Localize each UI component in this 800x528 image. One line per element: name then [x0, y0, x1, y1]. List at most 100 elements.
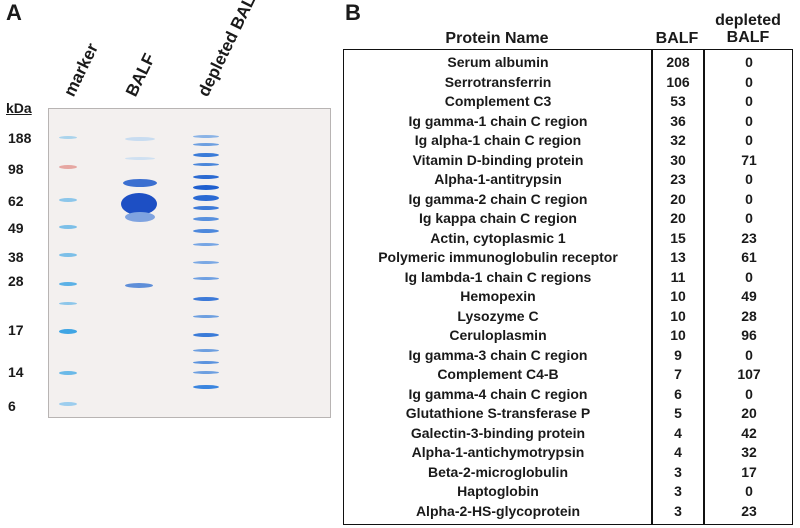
balf-count-cell: 20 [670, 210, 686, 226]
header-depleted-line1: depleted [715, 12, 781, 29]
column-divider [651, 50, 653, 524]
balf-band [125, 283, 153, 288]
mw-label-17: 17 [8, 322, 24, 338]
depleted-balf-band [193, 349, 219, 352]
mw-label-188: 188 [8, 130, 32, 146]
depleted-balf-band [193, 217, 219, 221]
balf-count-cell: 10 [670, 288, 686, 304]
balf-band [121, 193, 157, 215]
depleted-count-cell: 0 [745, 346, 753, 363]
depleted-balf-band [193, 229, 219, 233]
balf-band [125, 212, 155, 222]
marker-band [59, 371, 77, 375]
balf-band [125, 157, 155, 160]
marker-band [59, 136, 77, 139]
table-row: Ig gamma-3 chain C region 9 0 [344, 346, 794, 366]
depleted-count-cell: 0 [745, 171, 753, 187]
depleted-balf-band [193, 361, 219, 364]
balf-count-cell: 3 [674, 463, 682, 480]
kda-axis-title: kDa [6, 100, 32, 116]
column-divider [703, 50, 705, 524]
marker-band [59, 282, 77, 286]
protein-name-cell: Serum albumin [447, 54, 549, 70]
protein-name-cell: Complement C4-B [437, 366, 559, 382]
depleted-balf-band [193, 153, 219, 157]
protein-name-cell: Galectin-3-binding protein [410, 424, 586, 441]
lane-label-depleted-balf: depleted BALF [194, 0, 264, 100]
protein-name-cell: Alpha-2-HS-glycoprotein [415, 502, 581, 519]
depleted-count-cell: 0 [745, 132, 753, 148]
protein-name-cell: Ceruloplasmin [449, 327, 547, 343]
depleted-count-cell: 20 [741, 405, 757, 421]
balf-count-cell: 53 [670, 93, 686, 109]
protein-name-cell: Ig lambda-1 chain C regions [404, 268, 592, 285]
depleted-balf-band [193, 277, 219, 280]
depleted-balf-band [193, 175, 219, 179]
table-row: Serrotransferrin 106 0 [344, 73, 794, 93]
balf-count-cell: 106 [666, 73, 690, 90]
balf-count-cell: 10 [670, 307, 686, 324]
protein-name-cell: Complement C3 [444, 93, 552, 109]
marker-band [59, 165, 77, 169]
protein-name-cell: Vitamin D-binding protein [412, 151, 584, 168]
header-balf: BALF [655, 30, 699, 47]
table-row: Vitamin D-binding protein 30 71 [344, 151, 794, 171]
depleted-balf-band [193, 163, 219, 166]
depleted-count-cell: 96 [741, 327, 757, 343]
depleted-balf-band [193, 315, 219, 318]
balf-band [123, 179, 157, 187]
depleted-count-cell: 0 [745, 483, 753, 499]
balf-count-cell: 36 [670, 112, 686, 129]
balf-count-cell: 6 [674, 385, 682, 402]
balf-count-cell: 7 [674, 366, 682, 382]
table-row: Complement C4-B 7 107 [344, 365, 794, 385]
marker-band [59, 302, 77, 305]
depleted-count-cell: 28 [741, 307, 757, 324]
depleted-count-cell: 49 [741, 288, 757, 304]
depleted-count-cell: 61 [741, 249, 757, 265]
balf-count-cell: 5 [674, 405, 682, 421]
depleted-count-cell: 107 [737, 366, 761, 382]
protein-name-cell: Ig gamma-1 chain C region [408, 112, 588, 129]
depleted-balf-band [193, 243, 219, 246]
protein-name-cell: Lysozyme C [457, 307, 539, 324]
depleted-balf-band [193, 143, 219, 146]
lane-label-balf: BALF [122, 50, 159, 100]
protein-name-cell: Ig gamma-3 chain C region [408, 346, 588, 363]
depleted-count-cell: 0 [745, 73, 753, 90]
depleted-count-cell: 0 [745, 54, 753, 70]
depleted-count-cell: 0 [745, 385, 753, 402]
protein-name-cell: Haptoglobin [457, 483, 539, 499]
depleted-count-cell: 0 [745, 112, 753, 129]
protein-name-cell: Serrotransferrin [444, 73, 552, 90]
marker-band [59, 225, 77, 229]
protein-name-cell: Alpha-1-antichymotrypsin [411, 444, 585, 460]
depleted-count-cell: 71 [741, 151, 757, 168]
protein-name-cell: Ig gamma-4 chain C region [408, 385, 588, 402]
balf-count-cell: 9 [674, 346, 682, 363]
protein-name-cell: Ig kappa chain C region [419, 210, 577, 226]
depleted-count-cell: 0 [745, 93, 753, 109]
protein-name-cell: Actin, cytoplasmic 1 [430, 229, 566, 246]
depleted-balf-band [193, 135, 219, 138]
mw-label-38: 38 [8, 249, 24, 265]
balf-count-cell: 30 [670, 151, 686, 168]
marker-band [59, 253, 77, 257]
balf-count-cell: 23 [670, 171, 686, 187]
depleted-balf-band [193, 333, 219, 337]
mw-label-28: 28 [8, 273, 24, 289]
protein-name-cell: Alpha-1-antitrypsin [434, 171, 562, 187]
depleted-count-cell: 17 [741, 463, 757, 480]
marker-band [59, 198, 77, 202]
balf-count-cell: 3 [674, 502, 682, 519]
marker-band [59, 402, 77, 406]
